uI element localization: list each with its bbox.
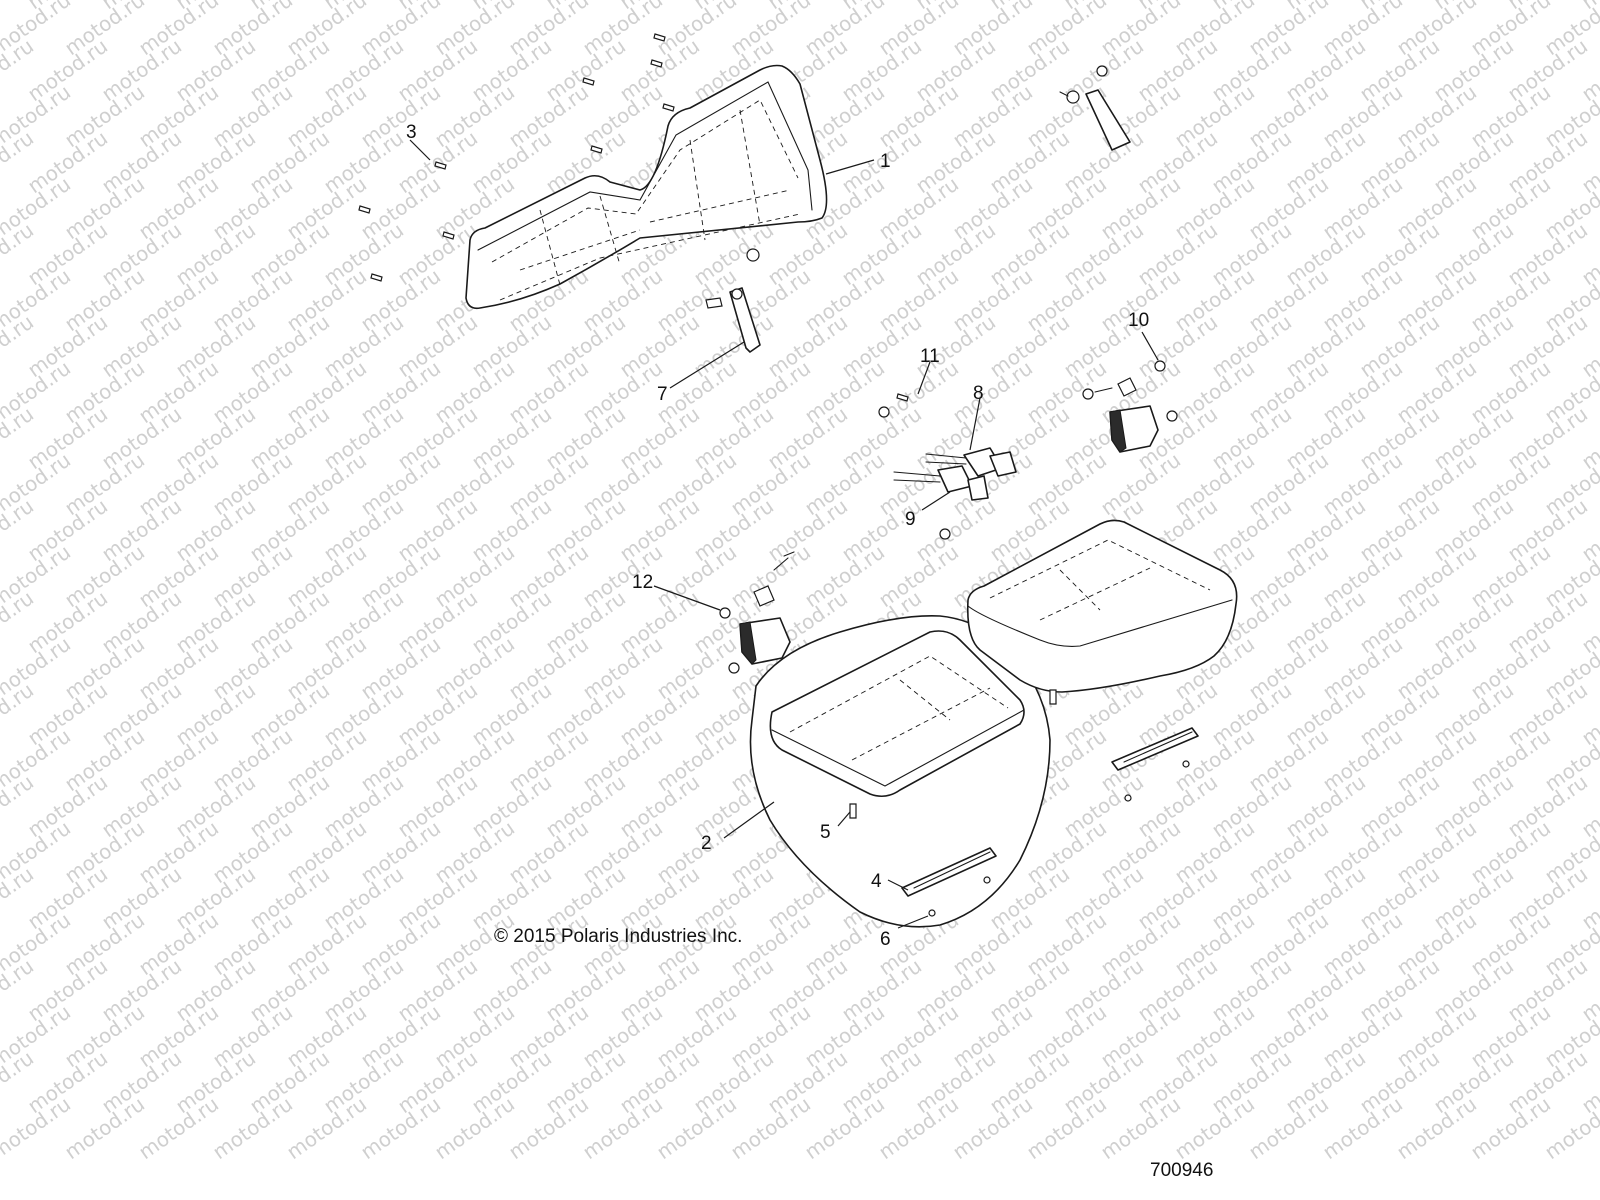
latch-right xyxy=(1082,360,1178,453)
callout-2: 2 xyxy=(701,833,712,854)
callouts: 1 2 3 4 5 6 7 8 9 10 11 12 xyxy=(406,122,1149,950)
callout-11: 11 xyxy=(920,346,940,367)
copyright-notice: © 2015 Polaris Industries Inc. xyxy=(494,926,742,947)
belt-bracket-upper xyxy=(1059,65,1131,151)
latch-left xyxy=(719,551,795,674)
screw-icon xyxy=(434,161,447,170)
callout-12: 12 xyxy=(632,572,653,593)
callout-6: 6 xyxy=(880,929,891,950)
callout-4: 4 xyxy=(871,871,882,892)
screw-icon xyxy=(590,145,603,154)
callout-9: 9 xyxy=(905,509,916,530)
callout-1: 1 xyxy=(880,151,891,172)
screw-icon xyxy=(650,59,663,68)
callout-3: 3 xyxy=(406,122,417,143)
screws xyxy=(358,33,909,402)
callout-8: 8 xyxy=(973,383,984,404)
seat-bottom-front xyxy=(749,615,1051,928)
callout-5: 5 xyxy=(820,822,831,843)
mount-bracket-rear xyxy=(1111,727,1199,802)
screw-icon xyxy=(442,231,455,240)
seat-backrest xyxy=(465,64,828,310)
screw-icon xyxy=(653,33,666,42)
leader-lines xyxy=(409,139,1159,929)
buckle-assembly xyxy=(878,406,1017,540)
seat-bottom-rear xyxy=(966,519,1238,693)
screw-icon xyxy=(358,205,371,214)
screw-icon xyxy=(370,273,383,282)
mount-bracket-front xyxy=(901,847,997,917)
screw-icon xyxy=(896,393,909,402)
figure-number: 700946 xyxy=(1150,1160,1213,1181)
callout-10: 10 xyxy=(1128,310,1149,331)
seat-pins xyxy=(849,689,1057,819)
screw-icon xyxy=(662,103,675,112)
screw-icon xyxy=(582,77,595,86)
strap-bracket xyxy=(705,248,761,353)
callout-7: 7 xyxy=(657,384,668,405)
